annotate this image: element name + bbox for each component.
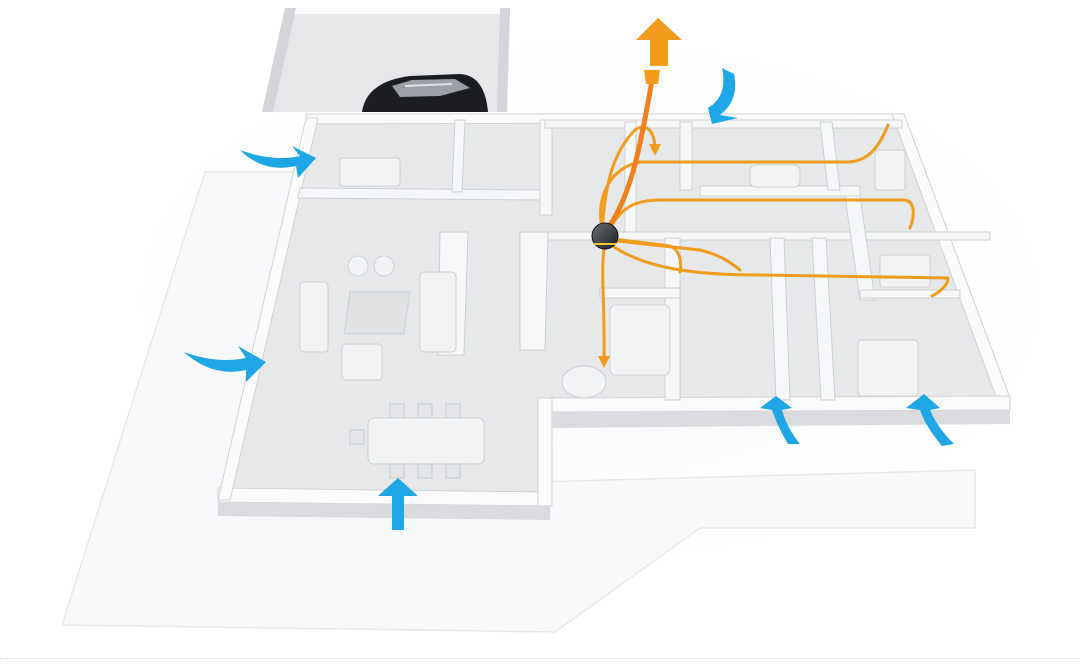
duct-bedroom-top-right: [599, 123, 890, 238]
pouf-left: [347, 255, 369, 277]
side-sofa: [299, 281, 329, 353]
bathtub: [749, 164, 801, 188]
dining-chairs: [349, 403, 461, 479]
round-table: [561, 365, 607, 399]
bed-right: [879, 254, 931, 288]
duct-wc: [600, 125, 661, 234]
fresh-air-inlet-garage: [708, 68, 738, 124]
bed-main: [857, 339, 919, 397]
extraction-ducts: [598, 123, 950, 368]
fresh-air-inlet-dining: [378, 478, 418, 530]
desk: [339, 157, 401, 187]
ventilation-unit: [591, 222, 619, 250]
exhaust-outlet: [602, 18, 682, 235]
exhaust-up-arrow: [636, 18, 682, 66]
dining-table: [367, 417, 485, 465]
rug: [343, 291, 411, 335]
fresh-air-inlet-office: [240, 146, 316, 178]
duct-kitchen: [598, 240, 611, 368]
duct-room-right-low: [603, 238, 950, 298]
garage: [262, 8, 510, 112]
bed-small: [874, 149, 906, 191]
fresh-air-inlets: [184, 68, 954, 530]
exhaust-cap: [644, 70, 660, 84]
sofa: [419, 271, 457, 353]
bottom-divider: [0, 658, 1080, 659]
furniture: [299, 149, 931, 465]
pouf-right: [373, 255, 395, 277]
armchair: [341, 343, 383, 381]
fresh-air-inlet-living: [184, 346, 266, 382]
outer-walls: [217, 113, 1011, 507]
kitchen-counter: [609, 304, 671, 376]
car: [362, 74, 488, 112]
fresh-air-inlet-bedroom-mid: [760, 396, 800, 444]
duct-toilet: [606, 238, 742, 272]
fresh-air-inlet-bedroom-right: [906, 394, 954, 446]
